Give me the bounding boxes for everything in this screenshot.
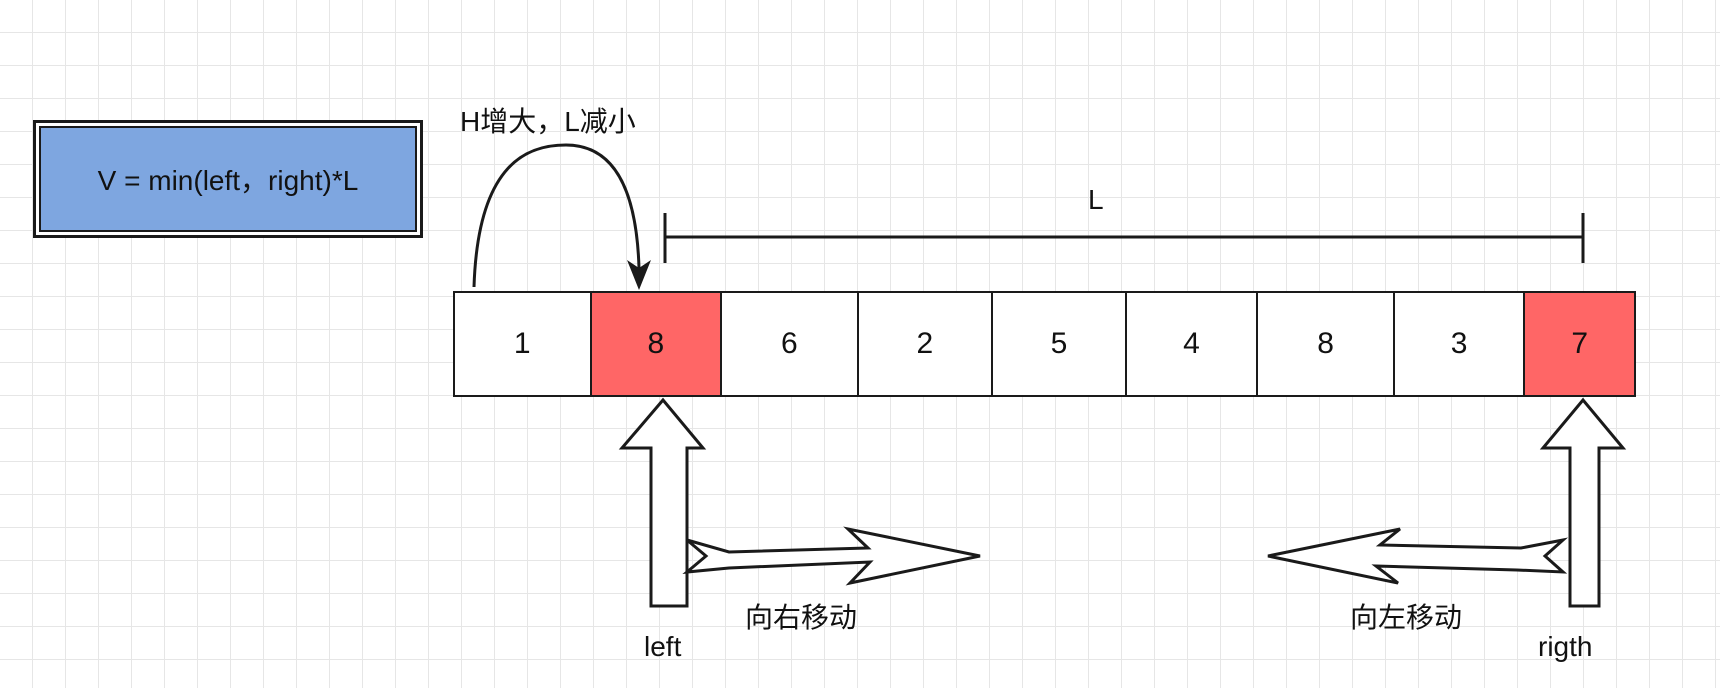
array-cell: 4 bbox=[1124, 291, 1259, 397]
array-cell: 7 bbox=[1523, 291, 1636, 397]
move-left-label: 向左移动 bbox=[1350, 602, 1463, 633]
move-left-arrow bbox=[1267, 527, 1569, 585]
array-cell: 3 bbox=[1392, 291, 1526, 397]
array-cell: 6 bbox=[720, 291, 859, 397]
length-dimension bbox=[663, 213, 1585, 263]
length-label: L bbox=[1088, 184, 1104, 215]
curved-arrow bbox=[472, 143, 641, 288]
array-cell: 8 bbox=[1256, 291, 1395, 397]
formula-box: V = min(left，right)*L bbox=[33, 120, 423, 238]
move-right-arrow bbox=[682, 526, 981, 586]
array-cell: 1 bbox=[453, 291, 592, 397]
right-pointer-label: rigth bbox=[1538, 631, 1593, 662]
array-cell: 5 bbox=[991, 291, 1127, 397]
left-pointer-arrow bbox=[618, 397, 707, 608]
right-pointer-arrow bbox=[1539, 397, 1627, 608]
array-cell: 2 bbox=[856, 291, 994, 397]
curved-arrow-head bbox=[627, 260, 651, 290]
left-pointer-label: left bbox=[644, 631, 682, 662]
formula-text: V = min(left，right)*L bbox=[39, 126, 417, 232]
move-right-label: 向右移动 bbox=[745, 602, 858, 633]
array-cell: 8 bbox=[589, 291, 723, 397]
arc-label: H增大，L减小 bbox=[460, 106, 636, 137]
array-row: 1 8 6 2 5 4 8 3 7 bbox=[453, 291, 1636, 397]
